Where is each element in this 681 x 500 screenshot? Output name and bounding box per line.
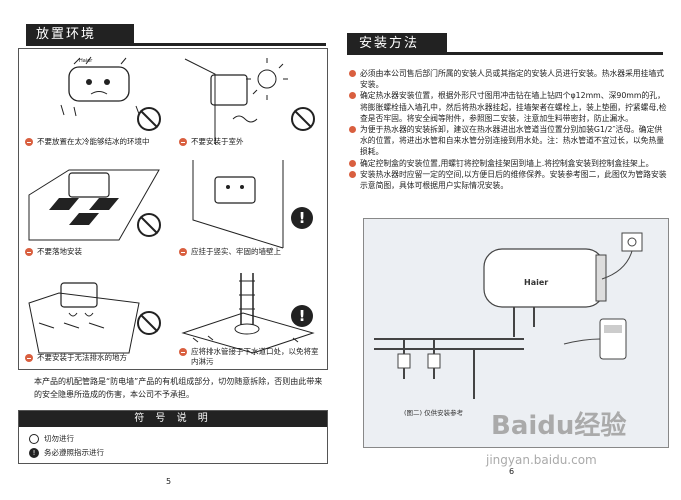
caption: 不要安装于无法排水的地方 <box>25 353 170 363</box>
must-do-icon: ! <box>291 207 313 229</box>
must-do-icon: ! <box>291 305 313 327</box>
install-step: 确定热水器安装位置，根据外形尺寸图用冲击钻在墙上钻四个φ12mm、深90mm的孔… <box>349 90 667 124</box>
cell-wall: ! <box>173 155 327 255</box>
safety-note: 本产品的机配管路是“防电墙”产品的有机组成部分，切勿随意拆除，否则由此带来的安全… <box>34 377 323 399</box>
install-diagram: Haier (图二) 仅供安装参考 <box>363 218 669 448</box>
prohibit-icon <box>137 213 161 237</box>
page-number: 5 <box>166 477 172 486</box>
tag-label: Haier <box>79 58 93 64</box>
diagram-caption: (图二) 仅供安装参考 <box>404 408 464 417</box>
brand-label: Haier <box>524 278 548 287</box>
prohibit-mark-icon <box>179 138 187 146</box>
cell-outdoor <box>173 49 327 149</box>
right-page: 安装方法 必须由本公司售后部门所属的安装人员或其指定的安装人员进行安装。热水器采… <box>341 0 681 500</box>
caption: 不要放置在太冷能够结冰的环境中 <box>25 137 170 147</box>
section-title-placement: 放置环境 <box>26 24 134 46</box>
prohibit-mark-icon <box>179 248 187 256</box>
frozen-heater-illustration: Haier <box>60 56 140 117</box>
caption: 不要落地安装 <box>25 247 170 257</box>
prohibit-icon <box>29 433 39 444</box>
prohibit-mark-icon <box>25 138 33 146</box>
prohibit-mark-icon <box>179 348 187 356</box>
bullet-icon <box>349 159 356 167</box>
bullet-icon <box>349 126 356 134</box>
outdoor-heater-illustration <box>184 58 288 144</box>
bullet-icon <box>349 92 356 100</box>
prohibit-mark-icon <box>25 248 33 256</box>
install-step: 必须由本公司售后部门所属的安装人员或其指定的安装人员进行安装。热水器采用挂墙式安… <box>349 68 667 90</box>
bullet-icon <box>349 170 356 178</box>
cell-drain: ! <box>173 263 327 363</box>
header-rule <box>124 43 326 46</box>
floor-heater-illustration <box>28 169 160 241</box>
prohibit-mark-icon <box>25 354 33 362</box>
legend-item: 切勿进行 <box>29 433 74 444</box>
install-steps: 必须由本公司售后部门所属的安装人员或其指定的安装人员进行安装。热水器采用挂墙式安… <box>349 68 667 191</box>
legend-title: 符 号 说 明 <box>19 411 327 427</box>
caption: 应将排水管接于下水道口处，以免将室内淋污 <box>179 347 319 367</box>
prohibit-icon <box>137 107 161 131</box>
install-step: 为便于热水器的安装拆卸，建议在热水器进出水管道当位置分别加装G1/2″活母。确定… <box>349 124 667 158</box>
install-step: 安装热水器时应留一定的空间,以方便日后的维修保养。安装参考图二，此图仅为管路安装… <box>349 169 667 191</box>
symbol-legend: 符 号 说 明 切勿进行 ! 务必遵照指示进行 <box>18 410 328 464</box>
install-diagram-drawing: Haier (图二) 仅供安装参考 <box>364 219 668 447</box>
no-drain-illustration <box>28 282 140 354</box>
placement-grid: Haier 不要放置在太冷能够结冰的环境中 不要安装于室外 <box>18 48 328 370</box>
prohibit-icon <box>291 107 315 131</box>
drain-pipe-illustration <box>181 273 315 354</box>
install-step: 确定控制盒的安装位置,用螺钉将控制盒挂架固到墙上.将控制盒安装到控制盒挂架上。 <box>349 158 667 169</box>
wall-heater-illustration <box>192 160 284 249</box>
cell-floor <box>19 155 173 255</box>
page-number: 6 <box>509 467 515 476</box>
header-rule <box>441 52 663 55</box>
prohibit-icon <box>137 311 161 335</box>
bullet-icon <box>349 70 356 77</box>
caption: 不要安装于室外 <box>179 137 324 147</box>
cell-no-drain <box>19 263 173 363</box>
section-title-install: 安装方法 <box>347 33 447 55</box>
must-do-icon: ! <box>29 447 39 458</box>
baidu-watermark: Baidu经验 <box>491 411 627 441</box>
watermark-url: jingyan.baidu.com <box>486 453 597 467</box>
cell-freeze: Haier <box>19 49 173 149</box>
legend-item: ! 务必遵照指示进行 <box>29 447 104 458</box>
left-page: 放置环境 Haier 不要放置在太冷能够结冰的 <box>0 0 340 500</box>
caption: 应挂于竖实、牢固的墙壁上 <box>179 247 324 257</box>
